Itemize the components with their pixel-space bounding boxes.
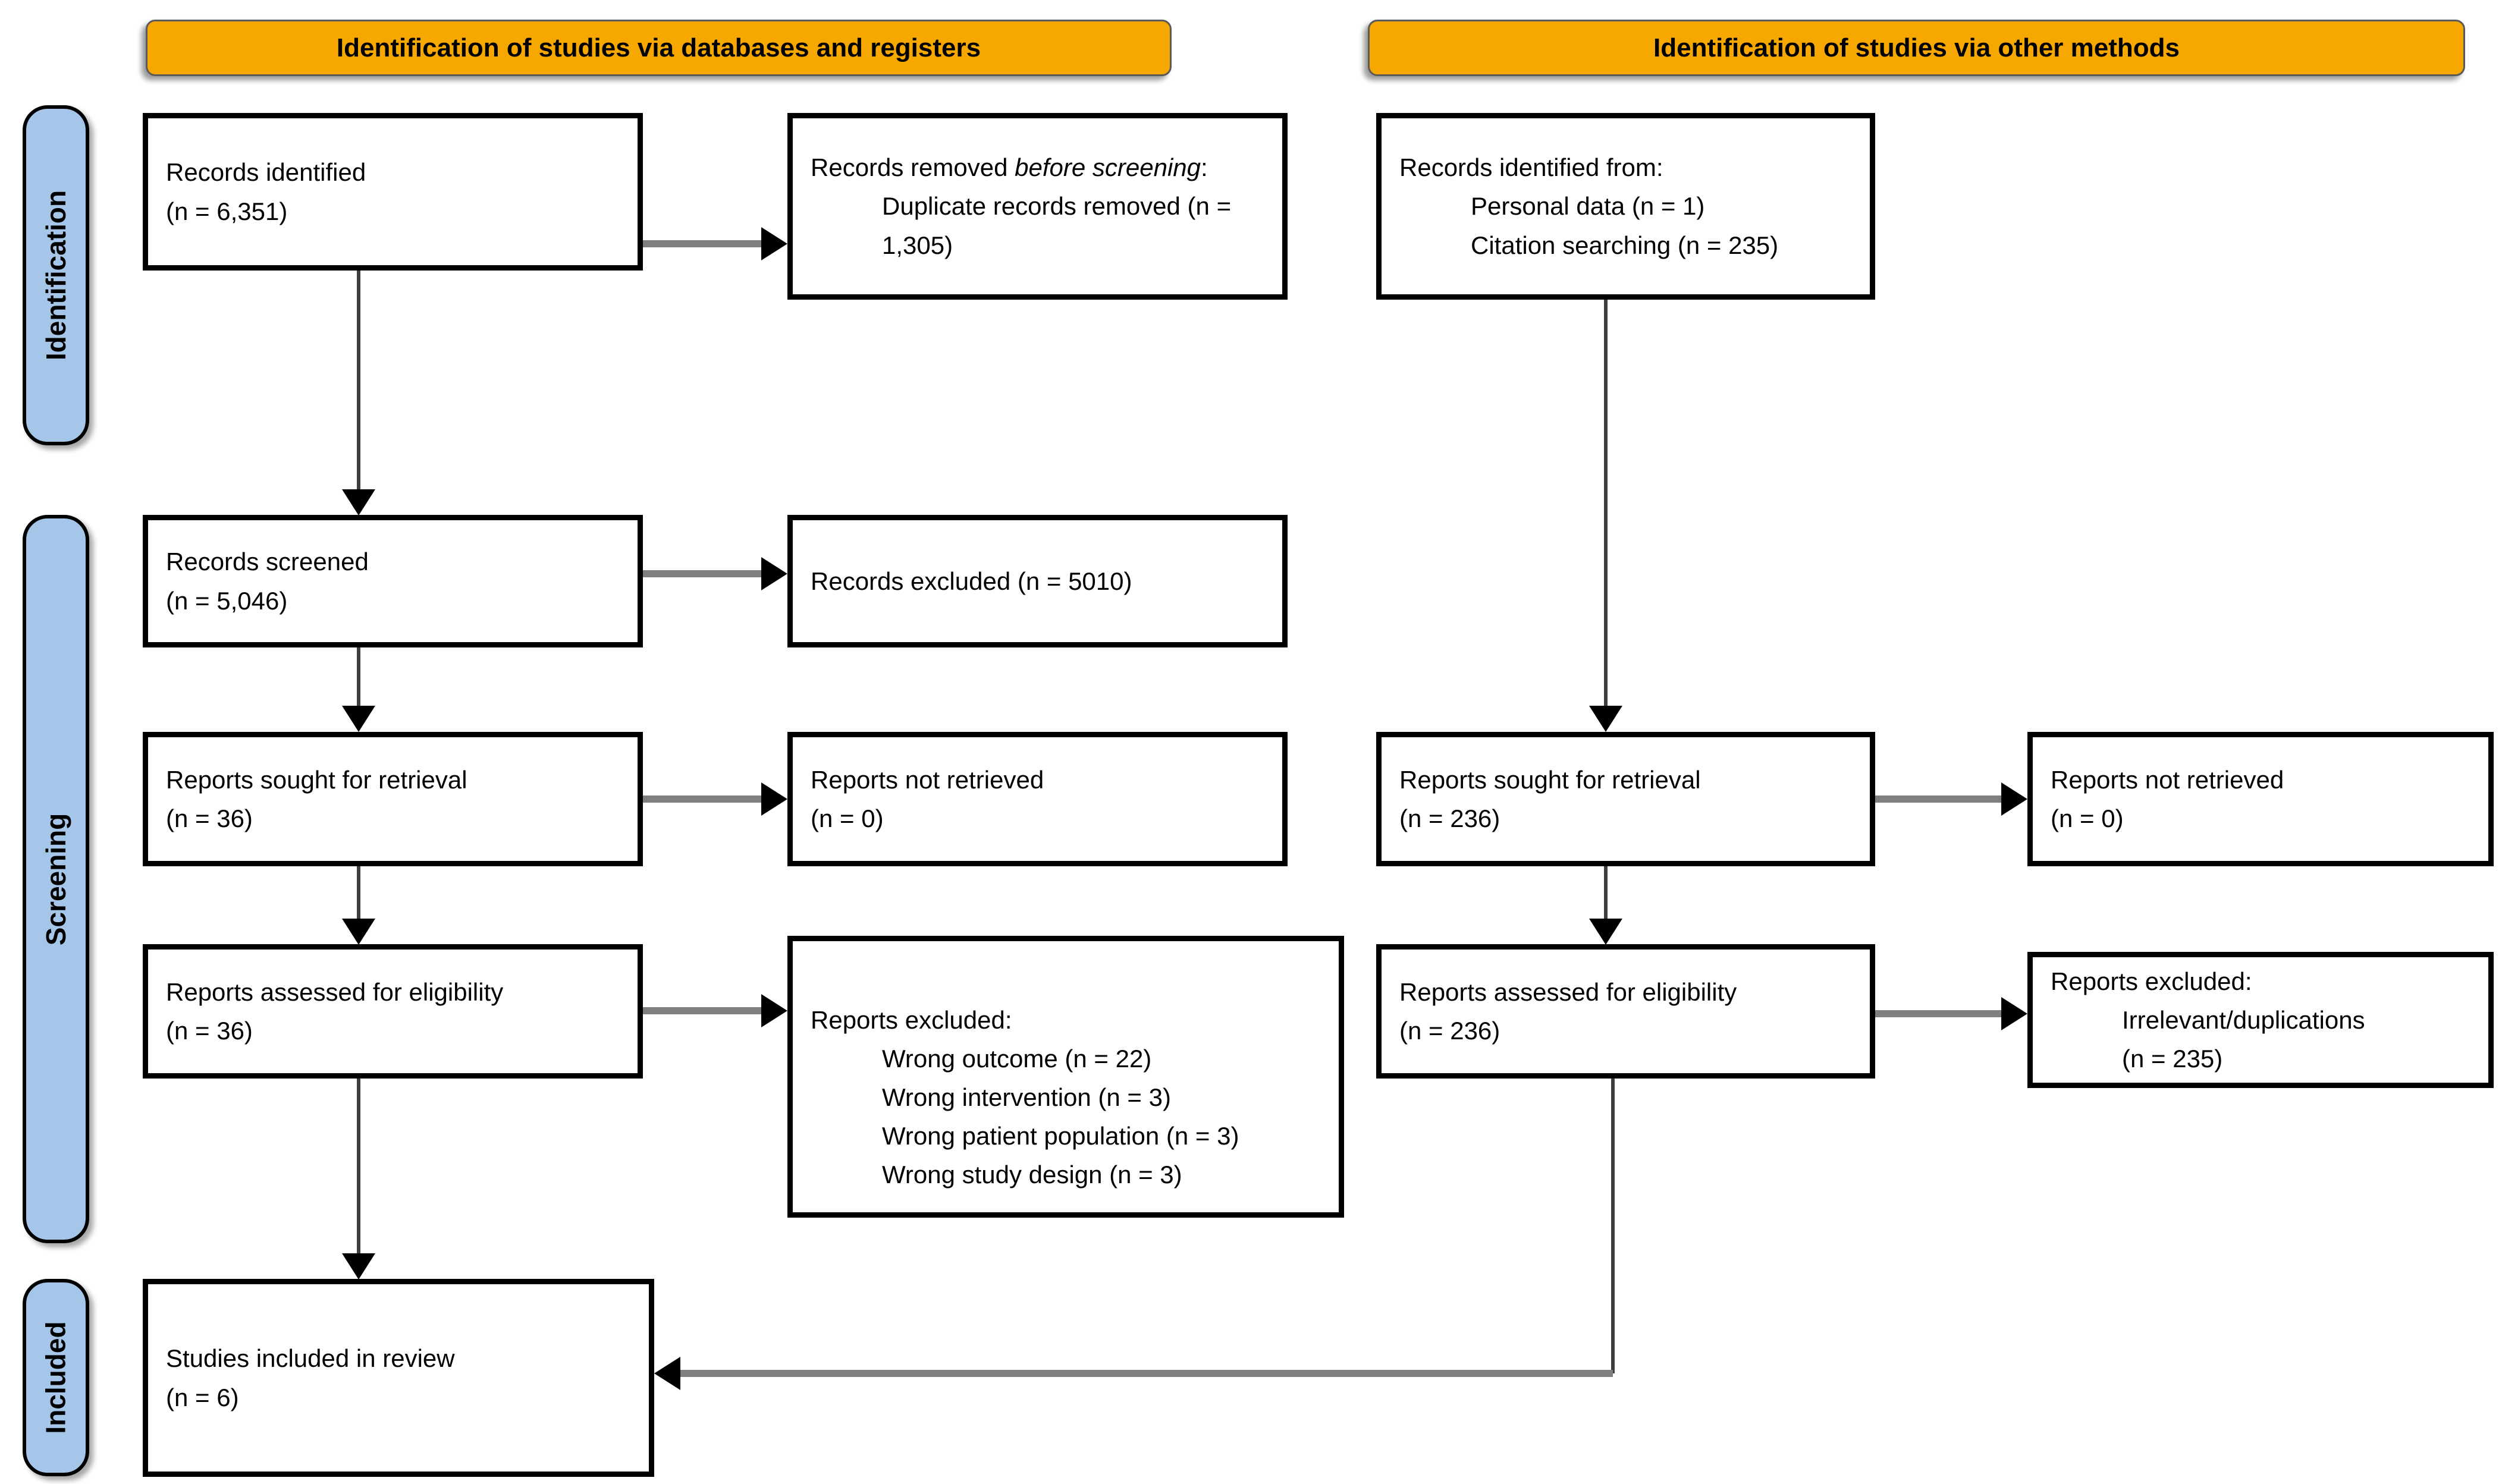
arrow-assessed-to-included-head [342, 1253, 375, 1279]
arrow-assessed-to-included-line [357, 1079, 360, 1255]
box-count: (n = 0) [2051, 804, 2124, 832]
arrow-identified-to-removed-line [643, 240, 764, 247]
box-title: Reports not retrieved [811, 765, 1044, 794]
arrow-assessed-other-to-included-vline [1611, 1079, 1615, 1373]
box-reports-sought-other: Reports sought for retrieval (n = 236) [1376, 732, 1875, 866]
arrow-identified-to-screened-line [357, 271, 360, 491]
box-item: Wrong intervention (n = 3) [882, 1083, 1171, 1112]
arrow-sought-other-to-notretrieved-line [1875, 796, 2002, 803]
box-count: (n = 36) [166, 1017, 253, 1045]
box-records-removed: Records removed before screening: Duplic… [787, 113, 1288, 300]
box-count: (n = 5,046) [166, 586, 288, 615]
stage-screening-label: Screening [40, 813, 72, 945]
box-title: Reports excluded: [2051, 967, 2252, 995]
stage-identification-label: Identification [40, 190, 72, 361]
arrow-sought-other-to-notretrieved-head [2001, 782, 2027, 816]
box-title: Reports excluded: [811, 1006, 1012, 1034]
box-item: Wrong outcome (n = 22) [882, 1045, 1152, 1073]
box-title: Studies included in review [166, 1344, 455, 1373]
box-reports-excluded-other: Reports excluded: Irrelevant/duplication… [2027, 952, 2494, 1088]
box-item: Personal data (n = 1) [1471, 192, 1705, 221]
box-count: (n = 6) [166, 1383, 239, 1411]
box-title: Reports not retrieved [2051, 765, 2284, 794]
stage-identification: Identification [23, 105, 89, 445]
arrow-identified-other-to-sought-line [1604, 300, 1608, 708]
banner-databases-label: Identification of studies via databases … [336, 33, 981, 62]
stage-included-label: Included [40, 1321, 71, 1434]
box-count: (n = 236) [1399, 804, 1500, 832]
box-count: (n = 36) [166, 804, 253, 832]
banner-databases-registers: Identification of studies via databases … [146, 20, 1172, 76]
banner-other-label: Identification of studies via other meth… [1653, 33, 2180, 62]
arrow-screened-to-excluded-line [643, 570, 764, 577]
arrow-assessed-other-to-excluded-head [2001, 997, 2027, 1030]
box-reports-sought-databases: Reports sought for retrieval (n = 36) [143, 732, 643, 866]
box-count: (n = 236) [1399, 1017, 1500, 1045]
box-title: Records identified from: [1399, 153, 1663, 182]
box-title: Reports sought for retrieval [1399, 765, 1701, 794]
box-count: (n = 6,351) [166, 197, 288, 225]
box-title: Reports assessed for eligibility [166, 977, 504, 1006]
arrow-screened-to-sought-head [342, 706, 375, 732]
italic-phrase: before screening [1015, 153, 1201, 182]
box-title: Reports sought for retrieval [166, 765, 467, 794]
arrow-sought-to-assessed-head [342, 919, 375, 945]
arrow-assessed-other-to-excluded-line [1875, 1010, 2002, 1017]
box-item: Wrong study design (n = 3) [882, 1161, 1182, 1189]
box-count: (n = 0) [811, 804, 884, 832]
box-records-identified: Records identified (n = 6,351) [143, 113, 643, 271]
box-reports-assessed-other: Reports assessed for eligibility (n = 23… [1376, 944, 1875, 1079]
box-item: Duplicate records removed (n = 1,305) [882, 192, 1232, 259]
arrow-sought-to-notretrieved-line [643, 796, 764, 803]
arrow-sought-to-assessed-line [357, 866, 360, 920]
box-title: Records excluded (n = 5010) [811, 567, 1132, 595]
box-reports-excluded-databases: Reports excluded: Wrong outcome (n = 22)… [787, 936, 1344, 1218]
box-item: Wrong patient population (n = 3) [882, 1122, 1239, 1150]
arrow-identified-other-to-sought-head [1589, 706, 1622, 732]
stage-screening: Screening [23, 515, 89, 1243]
arrow-sought-to-notretrieved-head [761, 782, 787, 816]
arrow-assessed-to-excluded-head [761, 994, 787, 1027]
box-reports-not-retrieved-other: Reports not retrieved (n = 0) [2027, 732, 2494, 866]
box-item: Citation searching (n = 235) [1471, 231, 1779, 259]
box-studies-included: Studies included in review (n = 6) [143, 1279, 654, 1477]
box-title: Records identified [166, 158, 366, 187]
box-item: Irrelevant/duplications [2122, 1005, 2365, 1034]
arrow-sought-other-to-assessed-line [1604, 866, 1608, 920]
box-item: (n = 235) [2122, 1045, 2223, 1073]
box-title: Records removed before screening: [811, 153, 1208, 182]
box-title: Records screened [166, 548, 369, 576]
arrow-assessed-other-to-included-hline [680, 1370, 1613, 1377]
arrow-screened-to-excluded-head [761, 557, 787, 590]
arrow-sought-other-to-assessed-head [1589, 919, 1622, 945]
banner-other-methods: Identification of studies via other meth… [1368, 20, 2465, 76]
box-records-identified-other: Records identified from: Personal data (… [1376, 113, 1875, 300]
arrow-identified-to-removed-head [761, 227, 787, 260]
arrow-screened-to-sought-line [357, 647, 360, 707]
arrow-identified-to-screened-head [342, 489, 375, 515]
stage-included: Included [23, 1279, 89, 1476]
box-records-screened: Records screened (n = 5,046) [143, 515, 643, 647]
box-title: Reports assessed for eligibility [1399, 977, 1737, 1006]
box-records-excluded: Records excluded (n = 5010) [787, 515, 1288, 647]
box-reports-assessed-databases: Reports assessed for eligibility (n = 36… [143, 944, 643, 1079]
arrow-assessed-to-excluded-line [643, 1007, 764, 1014]
box-reports-not-retrieved-databases: Reports not retrieved (n = 0) [787, 732, 1288, 866]
arrow-assessed-other-to-included-head [654, 1357, 680, 1390]
